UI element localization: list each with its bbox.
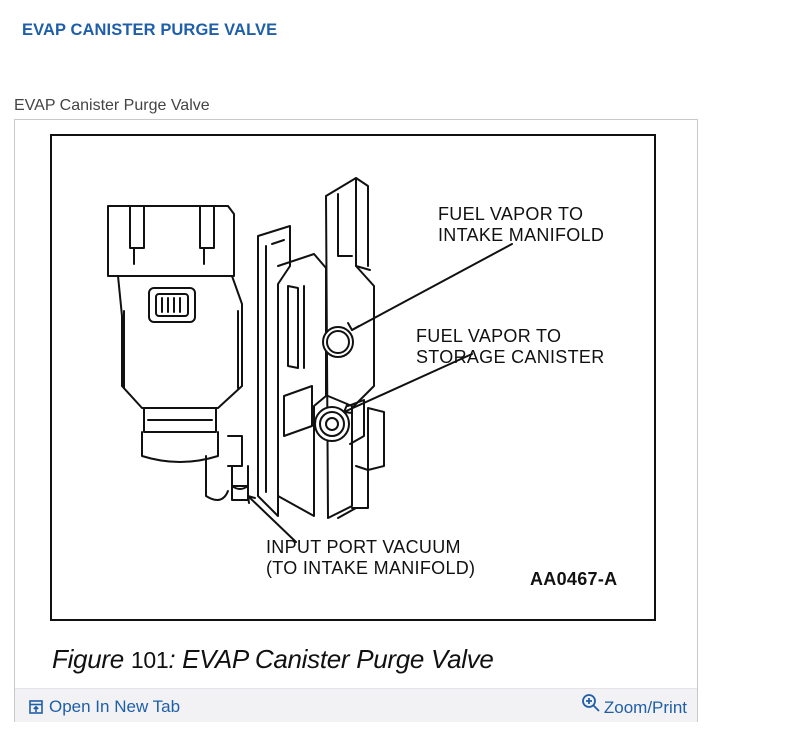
open-in-new-tab-link[interactable]: Open In New Tab [29, 697, 180, 717]
zoom-print-label: Zoom/Print [603, 698, 687, 717]
caption-text: : EVAP Canister Purge Valve [168, 644, 494, 674]
caption-number: 101 [130, 647, 169, 673]
label-vapor-to-canister: FUEL VAPOR TO STORAGE CANISTER [416, 326, 605, 367]
purge-valve-drawing [107, 177, 513, 543]
open-in-new-tab-label: Open In New Tab [49, 697, 181, 716]
open-new-tab-icon [29, 700, 43, 714]
caption-prefix: Figure [52, 644, 124, 674]
figure-toolbar: Open In New Tab Zoom/Print [15, 688, 697, 722]
figure-code: AA0467-A [530, 569, 618, 589]
figure-container: FUEL VAPOR TO INTAKE MANIFOLD FUEL VAPOR… [14, 119, 698, 722]
page-title: EVAP CANISTER PURGE VALVE [22, 21, 278, 39]
zoom-print-link[interactable]: Zoom/Print [581, 692, 687, 718]
figure-title: EVAP Canister Purge Valve [14, 97, 210, 114]
label-input-port: INPUT PORT VACUUM (TO INTAKE MANIFOLD) [266, 537, 476, 578]
diagram-box: FUEL VAPOR TO INTAKE MANIFOLD FUEL VAPOR… [50, 134, 656, 621]
label-vapor-to-manifold: FUEL VAPOR TO INTAKE MANIFOLD [438, 204, 605, 245]
figure-caption: Figure 101: EVAP Canister Purge Valve [52, 644, 494, 675]
zoom-icon [581, 694, 600, 712]
